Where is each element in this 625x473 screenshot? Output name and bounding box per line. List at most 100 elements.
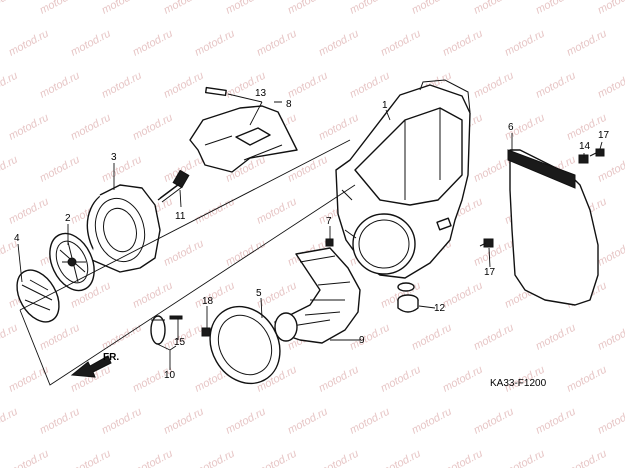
watermark-text: motod.ru <box>38 0 82 17</box>
watermark-text: motod.ru <box>472 0 516 17</box>
callout-4: 4 <box>14 233 20 244</box>
watermark-text: motod.ru <box>503 28 547 59</box>
watermark-text: motod.ru <box>69 28 113 59</box>
callout-11: 11 <box>175 211 186 222</box>
watermark-text: motod.ru <box>596 238 625 269</box>
watermark-text: motod.ru <box>193 448 237 468</box>
watermark-text: motod.ru <box>534 406 578 437</box>
callout-5: 5 <box>256 288 262 299</box>
watermark-text: motod.ru <box>596 322 625 353</box>
watermark-text: motod.ru <box>441 448 485 468</box>
front-arrow-icon <box>70 355 112 378</box>
watermark-text: motod.ru <box>565 28 609 59</box>
callout-7: 7 <box>326 216 332 227</box>
watermark-text: motod.ru <box>38 322 82 353</box>
watermark-text: motod.ru <box>100 70 144 101</box>
callout-6: 6 <box>508 122 514 133</box>
watermark-text: motod.ru <box>565 448 609 468</box>
callout-9: 9 <box>359 335 365 346</box>
watermark-text: motod.ru <box>565 364 609 395</box>
callout-10: 10 <box>164 370 176 381</box>
watermark-text: motod.ru <box>100 406 144 437</box>
watermark-text: motod.ru <box>317 28 361 59</box>
part-6-mudguard <box>507 149 599 306</box>
watermark-text: motod.ru <box>286 0 330 17</box>
callout-12: 12 <box>434 303 446 314</box>
watermark-text: motod.ru <box>69 448 113 468</box>
watermark-text: motod.ru <box>410 322 454 353</box>
watermark-text: motod.ru <box>596 70 625 101</box>
watermark-text: motod.ru <box>224 0 268 17</box>
watermark-text: motod.ru <box>317 364 361 395</box>
watermark-text: motod.ru <box>286 406 330 437</box>
watermark-text: motod.ru <box>348 322 392 353</box>
watermark-text: motod.ru <box>410 0 454 17</box>
watermark-text: motod.ru <box>286 70 330 101</box>
part-2-element-holder <box>49 232 95 292</box>
watermark-text: motod.ru <box>7 28 51 59</box>
watermark-text: motod.ru <box>162 406 206 437</box>
callout-17-lower: 17 <box>484 267 496 278</box>
watermark-text: motod.ru <box>162 70 206 101</box>
fastener-7-bolt <box>325 238 334 247</box>
watermark-text: motod.ru <box>255 448 299 468</box>
watermark-text: motod.ru <box>596 406 625 437</box>
part-11-bolt <box>157 169 190 203</box>
part-10-clamp <box>150 315 183 345</box>
watermark-text: motod.ru <box>193 28 237 59</box>
watermark-text: motod.ru <box>224 406 268 437</box>
part-9-connecting-tube <box>274 247 361 344</box>
callout-1: 1 <box>382 100 388 111</box>
leader-lines <box>17 93 603 370</box>
watermark-text: motod.ru <box>162 0 206 17</box>
watermark-text: motod.ru <box>38 154 82 185</box>
watermark-text: motod.ru <box>0 154 20 185</box>
fastener-17-bolt-lower <box>479 238 494 248</box>
watermark-text: motod.ru <box>410 406 454 437</box>
watermark-text: motod.ru <box>193 280 237 311</box>
assembly-outline <box>19 139 356 386</box>
watermark-text: motod.ru <box>348 70 392 101</box>
watermark-text: motod.ru <box>286 154 330 185</box>
callout-8: 8 <box>286 99 292 110</box>
callout-18: 18 <box>202 296 214 307</box>
watermark-text: motod.ru <box>255 28 299 59</box>
watermark-text: motod.ru <box>348 406 392 437</box>
watermark-text: motod.ru <box>0 406 20 437</box>
watermark-text: motod.ru <box>7 196 51 227</box>
watermark-text: motod.ru <box>472 406 516 437</box>
watermark-text: motod.ru <box>100 154 144 185</box>
watermark-text: motod.ru <box>0 70 20 101</box>
watermark-text: motod.ru <box>379 28 423 59</box>
fastener-14-nut <box>578 154 589 164</box>
watermark-text: motod.ru <box>503 448 547 468</box>
watermark-text: motod.ru <box>131 112 175 143</box>
watermark-text: motod.ru <box>131 280 175 311</box>
watermark-text: motod.ru <box>348 0 392 17</box>
part-13-cover-plate <box>189 86 298 173</box>
watermark-text: motod.ru <box>38 406 82 437</box>
part-12-grommet <box>397 282 419 313</box>
part-4-holder-plate <box>16 269 60 323</box>
part-5-gasket <box>209 305 281 385</box>
watermark-text: motod.ru <box>224 238 268 269</box>
watermark-text: motod.ru <box>100 0 144 17</box>
callout-2: 2 <box>65 213 71 224</box>
fastener-18-nut <box>201 327 211 337</box>
watermark-text: motod.ru <box>472 70 516 101</box>
watermark-text: motod.ru <box>534 0 578 17</box>
watermark-text: motod.ru <box>441 364 485 395</box>
watermark-text: motod.ru <box>162 238 206 269</box>
watermark-text: motod.ru <box>317 448 361 468</box>
watermark-text: motod.ru <box>131 448 175 468</box>
callout-numbers: 1 2 3 4 5 6 7 8 9 10 11 12 13 14 15 17 1… <box>14 88 610 381</box>
watermark-text: motod.ru <box>441 280 485 311</box>
callout-15: 15 <box>174 337 186 348</box>
callout-14: 14 <box>579 141 591 152</box>
watermark-text: motod.ru <box>596 0 625 17</box>
watermark-text: motod.ru <box>317 112 361 143</box>
callout-13: 13 <box>255 88 267 99</box>
watermark-text: motod.ru <box>255 196 299 227</box>
watermark-text: motod.ru <box>0 0 20 17</box>
